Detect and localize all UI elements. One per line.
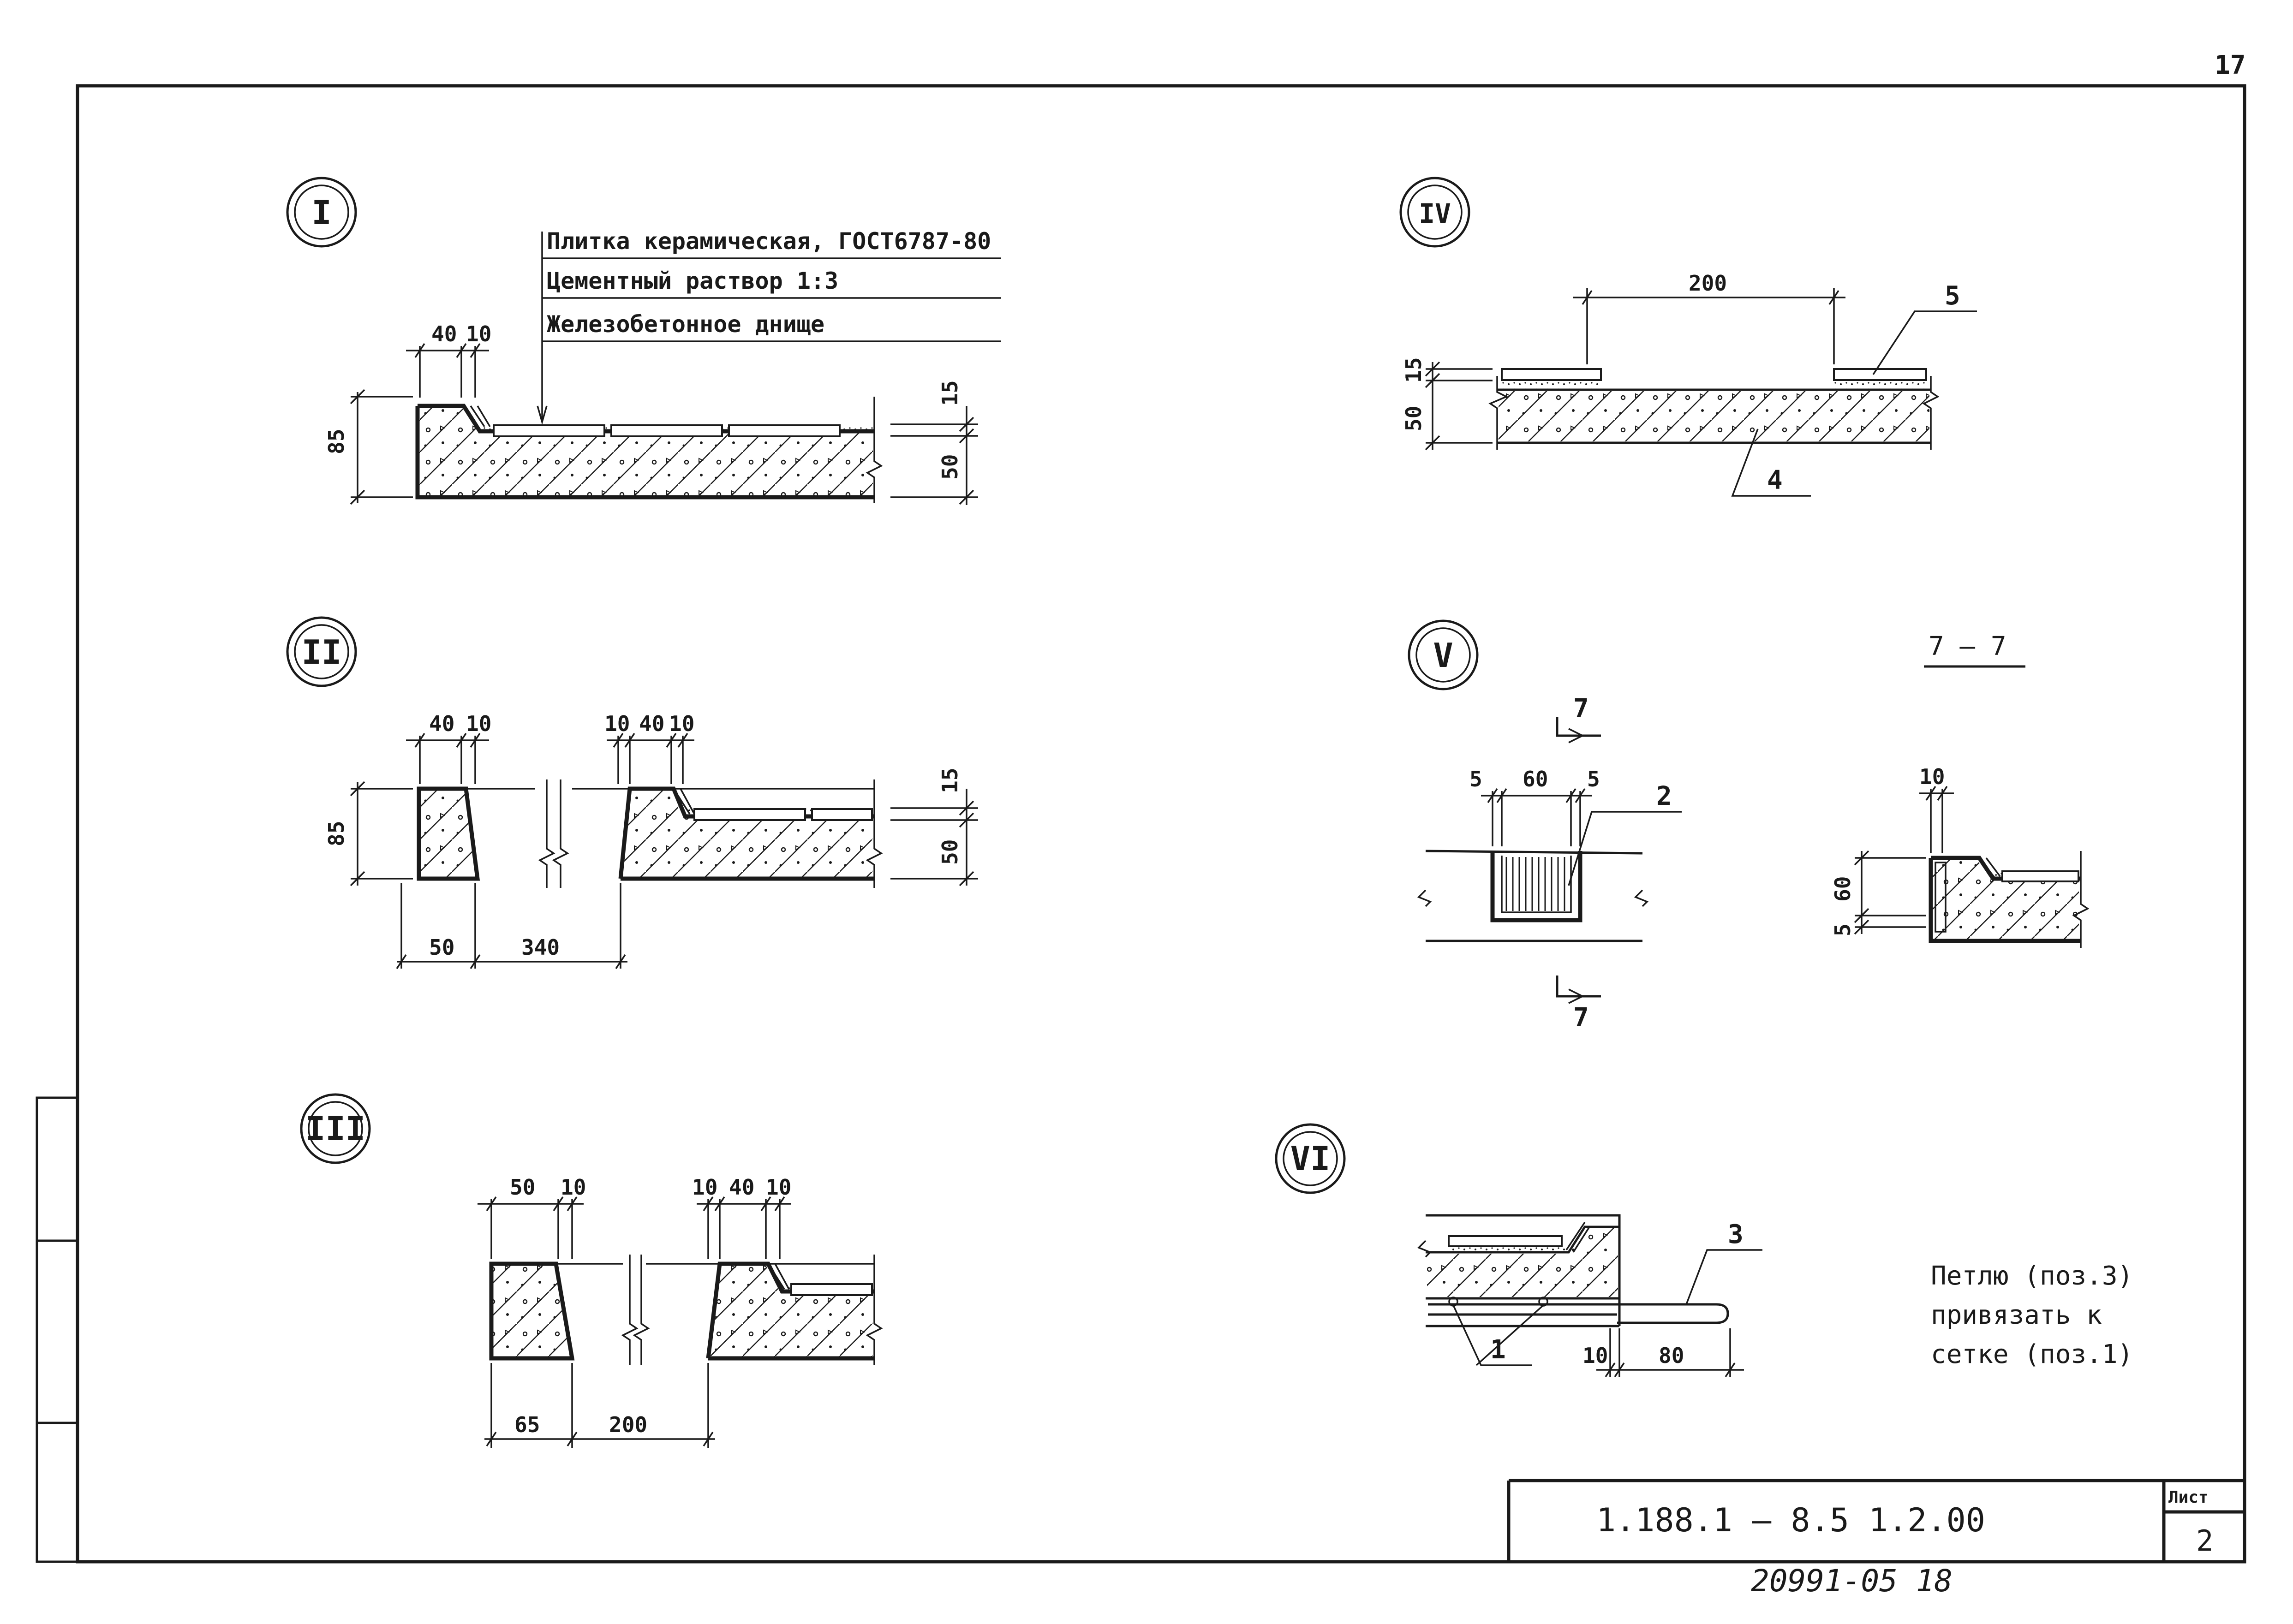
label-detail-iii-dims-left-a: 50 bbox=[510, 1175, 535, 1200]
note-line-2: привязать к bbox=[1931, 1300, 2102, 1330]
callout-4: 4 bbox=[1767, 465, 1783, 495]
marker-v: V bbox=[1408, 619, 1479, 690]
label-detail-iv-marker: IV bbox=[1419, 198, 1451, 229]
detail-vi: VI 1 3 10 80 Петлю (поз.3) привязать к с… bbox=[1275, 1123, 2133, 1377]
label-detail-v-dims-b: 60 bbox=[1523, 767, 1548, 791]
layer-mortar: Цементный раствор 1:3 bbox=[547, 268, 838, 294]
doc-code: 1.188.1 — 8.5 1.2.00 bbox=[1596, 1501, 1985, 1539]
marker-i: I bbox=[286, 177, 357, 248]
marker-iv: IV bbox=[1399, 177, 1470, 248]
label-detail-iii-dims-mid-b: 40 bbox=[729, 1175, 754, 1200]
label-detail-vi-dims-a: 10 bbox=[1582, 1343, 1608, 1368]
label-detail-v-dims-sec-left-a: 60 bbox=[1830, 876, 1855, 902]
detail-i: I Плитка керамическая, ГОСТ6787-80 Цемен… bbox=[286, 177, 1001, 505]
label-detail-v-section-mark: 7 bbox=[1573, 694, 1589, 724]
sheet-frame bbox=[36, 84, 2246, 1564]
label-detail-ii-dims-mid-c: 10 bbox=[669, 711, 694, 736]
callout-5: 5 bbox=[1945, 281, 1960, 311]
label-detail-iv-dims-left-bottom: 50 bbox=[1401, 406, 1426, 431]
label-detail-ii-dims-mid-b: 40 bbox=[639, 711, 664, 736]
callout-1: 1 bbox=[1490, 1335, 1506, 1365]
sheet-number: 2 bbox=[2196, 1524, 2213, 1558]
label-detail-ii-dims-right-bottom: 50 bbox=[938, 839, 962, 865]
label-detail-vi-marker: VI bbox=[1290, 1139, 1331, 1178]
label-detail-iii-dims-bottom-a: 65 bbox=[514, 1412, 540, 1437]
layer-tile: Плитка керамическая, ГОСТ6787-80 bbox=[547, 228, 991, 255]
label-detail-iii-dims-mid-c: 10 bbox=[766, 1175, 791, 1200]
marker-iii: III bbox=[300, 1093, 371, 1164]
label-detail-i-dims-height: 85 bbox=[324, 429, 349, 454]
label-detail-i-dims-right-top: 15 bbox=[938, 381, 962, 406]
callout-2: 2 bbox=[1656, 781, 1672, 811]
label-detail-v-dims-sec-left-b: 5 bbox=[1830, 923, 1855, 936]
label-detail-ii-dims-mid-a: 10 bbox=[604, 711, 630, 736]
label-detail-ii-marker: II bbox=[302, 633, 342, 672]
note-line-3: сетке (поз.1) bbox=[1931, 1339, 2133, 1369]
label-detail-ii-dims-left-a: 40 bbox=[429, 711, 454, 736]
label-detail-i-marker: I bbox=[311, 193, 331, 232]
label-detail-vi-dims-b: 80 bbox=[1659, 1343, 1684, 1368]
label-detail-iii-dims-left-b: 10 bbox=[561, 1175, 586, 1200]
label-detail-ii-dims-right-top: 15 bbox=[938, 768, 962, 793]
callout-3: 3 bbox=[1728, 1219, 1744, 1249]
label-detail-v-section-mark: 7 bbox=[1573, 1003, 1589, 1033]
label-detail-v-dims-a: 5 bbox=[1469, 767, 1482, 791]
label-detail-i-dims-right-bottom: 50 bbox=[938, 454, 962, 480]
label-detail-iv-dims-span: 200 bbox=[1689, 271, 1727, 296]
marker-vi: VI bbox=[1275, 1123, 1346, 1194]
detail-ii: II 40 10 10 40 10 85 15 50 bbox=[286, 616, 978, 969]
label-detail-i-dims-top-b: 10 bbox=[466, 321, 491, 346]
page-number: 17 bbox=[2215, 50, 2245, 80]
label-detail-v-dims-c: 5 bbox=[1587, 767, 1600, 791]
label-detail-ii-dims-bottom-a: 50 bbox=[429, 935, 454, 960]
label-detail-ii-dims-left-b: 10 bbox=[466, 711, 491, 736]
note-line-1: Петлю (поз.3) bbox=[1931, 1261, 2133, 1291]
label-detail-iii-dims-bottom-b: 200 bbox=[609, 1412, 647, 1437]
label-detail-ii-dims-height: 85 bbox=[324, 821, 349, 846]
detail-iii: III 50 10 10 40 10 65 200 bbox=[300, 1093, 883, 1448]
sheet-label: Лист bbox=[2168, 1488, 2209, 1507]
label-detail-iii-marker: III bbox=[305, 1109, 365, 1148]
inventory-number: 20991-05 18 bbox=[1751, 1563, 1953, 1599]
label-detail-i-dims-top-a: 40 bbox=[431, 321, 457, 346]
layer-slab: Железобетонное днище bbox=[547, 311, 824, 338]
detail-v: V 2 7 7 5 60 5 7 — 7 10 60 bbox=[1408, 619, 2090, 1033]
label-detail-iv-dims-left-top: 15 bbox=[1401, 357, 1426, 383]
label-detail-v-marker: V bbox=[1433, 636, 1453, 675]
label-detail-v-dims-sec-top: 10 bbox=[1919, 764, 1945, 789]
detail-iv: IV 200 15 50 5 4 bbox=[1399, 177, 1977, 497]
label-detail-ii-dims-bottom-b: 340 bbox=[521, 935, 560, 960]
marker-ii: II bbox=[286, 616, 357, 687]
label-detail-iii-dims-mid-a: 10 bbox=[692, 1175, 717, 1200]
section-title: 7 — 7 bbox=[1929, 631, 2006, 661]
